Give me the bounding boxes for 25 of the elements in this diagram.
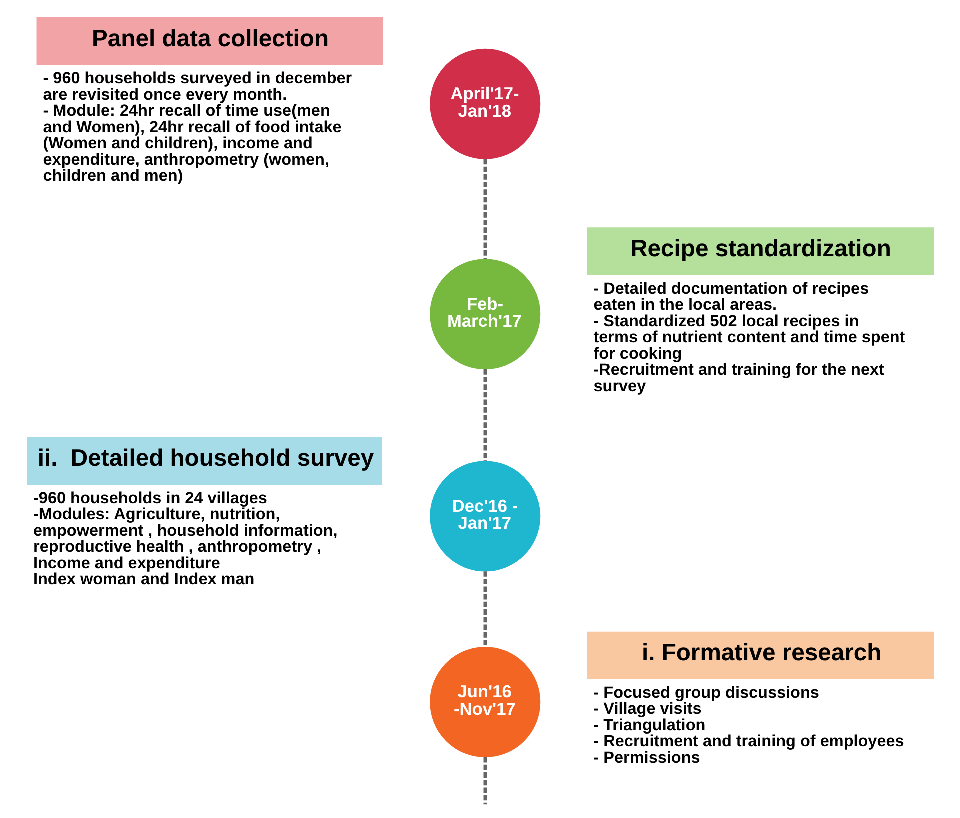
node-label: - Permissions — [593, 748, 700, 767]
node-circle: Jun'16 -Nov'17 — [430, 647, 540, 758]
node-box: i. Formative research — [586, 632, 934, 680]
node-label: - Detailed documentation of recipes eaten in the local areas. — [593, 280, 869, 314]
connector — [483, 370, 486, 462]
node-circle: Feb- March'17 — [430, 259, 540, 370]
node-label: - Village visits — [593, 700, 702, 718]
connector — [483, 159, 486, 260]
node-label: - Triangulation — [593, 716, 706, 734]
node-label: - Module: 24hr recall of time use(men and Women), 24hr recall of food intake (Women and children), income and expenditure, anthropometry (women, children and men) — [42, 102, 342, 186]
node-label: - Standardized 502 local recipes in terms of nutrient content and time spent for cooking — [593, 312, 905, 363]
node-label: - Focused group discussions — [593, 684, 819, 702]
node-label: - Recruitment and training of employees — [593, 732, 904, 751]
node-label: -Recruitment and training for the next survey — [593, 361, 884, 396]
node-label: - 960 households surveyed in december are revisited once every month. — [42, 70, 352, 104]
node-circle: Dec'16 - Jan'17 — [430, 461, 540, 572]
connector — [483, 757, 486, 805]
node-circle: April'17- Jan'18 — [430, 48, 540, 160]
connector — [483, 572, 486, 648]
node-label: -Modules: Agriculture, nutrition, empowerment , household information, reproductive health , anthropometry , Income and expenditure — [33, 506, 338, 572]
node-box: Recipe standardization — [586, 228, 934, 276]
node-label: -960 households in 24 villages — [33, 489, 267, 508]
node-box: Panel data collection — [36, 17, 384, 66]
node-box: ii. Detailed household survey — [26, 437, 382, 485]
node-label: Index woman and Index man — [33, 570, 254, 589]
